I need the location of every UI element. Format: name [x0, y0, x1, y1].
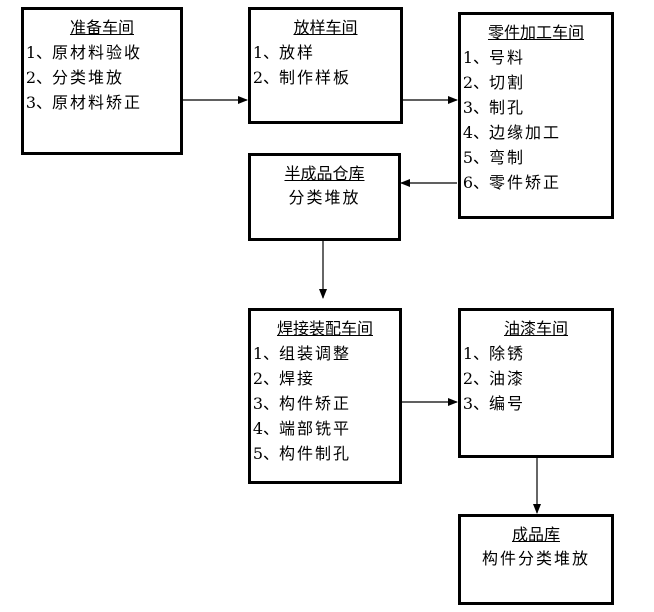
step-number: 2、 — [252, 369, 279, 388]
step-item: 2、切割 — [461, 70, 611, 95]
step-item: 1、组装调整 — [251, 341, 399, 366]
step-text: 边缘加工 — [489, 123, 562, 142]
step-item: 6、零件矫正 — [461, 170, 611, 195]
layout-workshop-title: 放样车间 — [293, 18, 358, 37]
step-text: 切割 — [489, 73, 526, 92]
step-text: 构件矫正 — [279, 394, 352, 413]
step-text: 制孔 — [489, 98, 526, 117]
step-number: 1、 — [462, 344, 489, 363]
step-number: 1、 — [252, 43, 279, 62]
step-item: 2、制作样板 — [251, 65, 400, 90]
step-item: 1、原材料验收 — [24, 40, 180, 65]
painting-workshop-steps: 1、除锈 2、油漆 3、编号 — [461, 341, 611, 416]
semi-finished-warehouse-box: 半成品仓库 分类堆放 — [248, 153, 401, 241]
step-number: 3、 — [252, 394, 279, 413]
step-number: 5、 — [252, 444, 279, 463]
step-item: 2、分类堆放 — [24, 65, 180, 90]
finished-goods-warehouse-box: 成品库 构件分类堆放 — [458, 514, 614, 605]
step-text: 号料 — [489, 48, 526, 67]
layout-workshop-box: 放样车间 1、放样 2、制作样板 — [248, 7, 403, 124]
semi-finished-warehouse-title: 半成品仓库 — [284, 164, 365, 183]
step-number: 5、 — [462, 148, 489, 167]
step-item: 1、号料 — [461, 45, 611, 70]
painting-workshop-box: 油漆车间 1、除锈 2、油漆 3、编号 — [458, 308, 614, 458]
step-item: 2、油漆 — [461, 366, 611, 391]
step-number: 3、 — [25, 93, 52, 112]
prep-workshop-title: 准备车间 — [69, 18, 134, 37]
parts-processing-workshop-title: 零件加工车间 — [487, 23, 584, 42]
semi-finished-warehouse-subtitle: 分类堆放 — [288, 188, 361, 207]
finished-goods-warehouse-title: 成品库 — [511, 525, 560, 544]
step-item: 1、放样 — [251, 40, 400, 65]
step-text: 原材料验收 — [52, 43, 143, 62]
step-item: 4、边缘加工 — [461, 120, 611, 145]
step-number: 1、 — [25, 43, 52, 62]
prep-workshop-steps: 1、原材料验收 2、分类堆放 3、原材料矫正 — [24, 40, 180, 115]
step-text: 焊接 — [279, 369, 316, 388]
step-number: 1、 — [252, 344, 279, 363]
step-number: 2、 — [25, 68, 52, 87]
step-text: 编号 — [489, 394, 526, 413]
finished-goods-warehouse-subtitle: 构件分类堆放 — [481, 549, 590, 568]
step-text: 零件矫正 — [489, 173, 562, 192]
welding-assembly-workshop-box: 焊接装配车间 1、组装调整 2、焊接 3、构件矫正 4、端部铣平 5、构件制孔 — [248, 308, 402, 484]
step-item: 3、制孔 — [461, 95, 611, 120]
welding-assembly-workshop-title: 焊接装配车间 — [276, 319, 373, 338]
step-text: 端部铣平 — [279, 419, 352, 438]
welding-assembly-workshop-steps: 1、组装调整 2、焊接 3、构件矫正 4、端部铣平 5、构件制孔 — [251, 341, 399, 466]
prep-workshop-box: 准备车间 1、原材料验收 2、分类堆放 3、原材料矫正 — [21, 7, 183, 155]
step-text: 原材料矫正 — [52, 93, 143, 112]
step-item: 4、端部铣平 — [251, 416, 399, 441]
step-number: 2、 — [462, 73, 489, 92]
layout-workshop-steps: 1、放样 2、制作样板 — [251, 40, 400, 90]
painting-workshop-title: 油漆车间 — [503, 319, 568, 338]
step-text: 分类堆放 — [52, 68, 125, 87]
parts-processing-workshop-box: 零件加工车间 1、号料 2、切割 3、制孔 4、边缘加工 5、弯制 6、零件矫正 — [458, 12, 614, 219]
step-number: 1、 — [462, 48, 489, 67]
step-item: 2、焊接 — [251, 366, 399, 391]
step-number: 3、 — [462, 98, 489, 117]
step-number: 6、 — [462, 173, 489, 192]
step-item: 5、构件制孔 — [251, 441, 399, 466]
step-text: 弯制 — [489, 148, 526, 167]
parts-processing-workshop-steps: 1、号料 2、切割 3、制孔 4、边缘加工 5、弯制 6、零件矫正 — [461, 45, 611, 195]
step-item: 5、弯制 — [461, 145, 611, 170]
step-item: 3、编号 — [461, 391, 611, 416]
step-text: 制作样板 — [279, 68, 352, 87]
step-text: 放样 — [279, 43, 316, 62]
step-item: 3、原材料矫正 — [24, 90, 180, 115]
step-number: 4、 — [462, 123, 489, 142]
step-number: 2、 — [252, 68, 279, 87]
step-text: 油漆 — [489, 369, 526, 388]
step-text: 构件制孔 — [279, 444, 352, 463]
step-number: 4、 — [252, 419, 279, 438]
step-text: 组装调整 — [279, 344, 352, 363]
step-number: 3、 — [462, 394, 489, 413]
step-text: 除锈 — [489, 344, 526, 363]
step-item: 3、构件矫正 — [251, 391, 399, 416]
step-number: 2、 — [462, 369, 489, 388]
step-item: 1、除锈 — [461, 341, 611, 366]
